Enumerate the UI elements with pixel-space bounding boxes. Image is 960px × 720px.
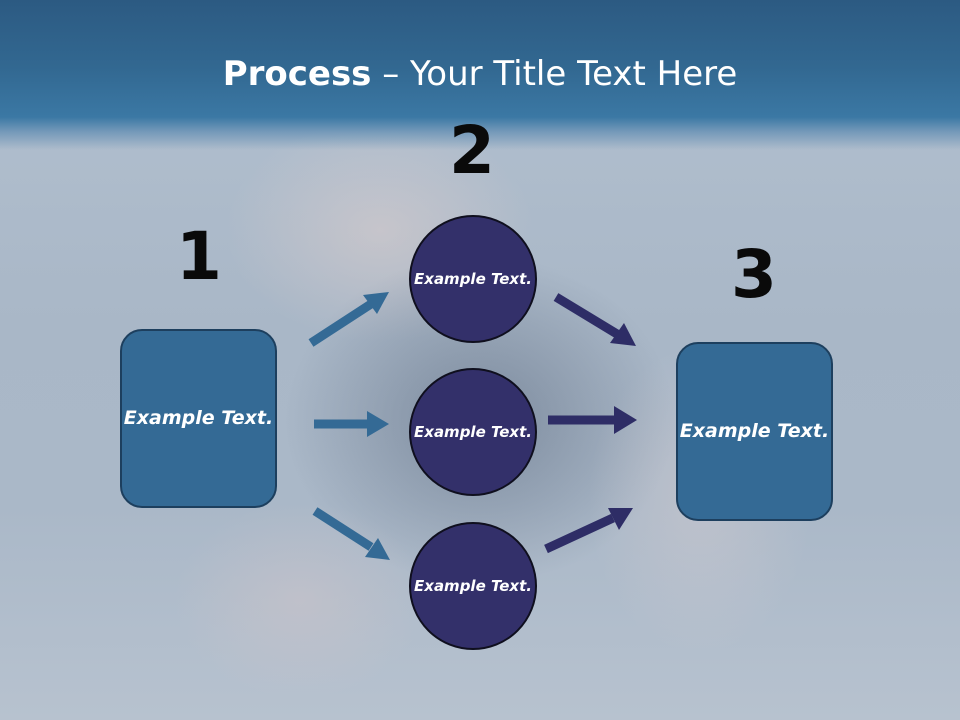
arrow-down-right xyxy=(312,507,390,560)
circle-bottom-text: Example Text. xyxy=(414,576,532,595)
circle-top-text: Example Text. xyxy=(414,269,532,288)
arrow-middle-to-box xyxy=(548,406,637,434)
step-number-1: 1 xyxy=(176,218,222,295)
left-box[interactable]: Example Text. xyxy=(120,329,277,508)
right-arrows xyxy=(544,293,637,554)
circle-top[interactable]: Example Text. xyxy=(409,215,537,343)
arrow-top-to-box xyxy=(553,293,636,346)
right-box-text: Example Text. xyxy=(679,420,830,442)
right-box[interactable]: Example Text. xyxy=(676,342,833,521)
left-box-text: Example Text. xyxy=(123,407,274,429)
arrow-up-right xyxy=(308,292,389,347)
title-rest: – Your Title Text Here xyxy=(371,54,738,94)
circle-bottom[interactable]: Example Text. xyxy=(409,522,537,650)
circle-middle-text: Example Text. xyxy=(414,422,532,441)
step-number-2: 2 xyxy=(449,112,495,189)
step-number-3: 3 xyxy=(731,236,777,313)
title-strong: Process xyxy=(222,54,372,94)
arrow-bottom-to-box xyxy=(544,508,633,554)
arrow-right xyxy=(314,411,389,437)
circle-middle[interactable]: Example Text. xyxy=(409,368,537,496)
left-arrows xyxy=(308,292,390,560)
slide-title[interactable]: Process – Your Title Text Here xyxy=(0,52,960,96)
title-band xyxy=(0,0,960,150)
